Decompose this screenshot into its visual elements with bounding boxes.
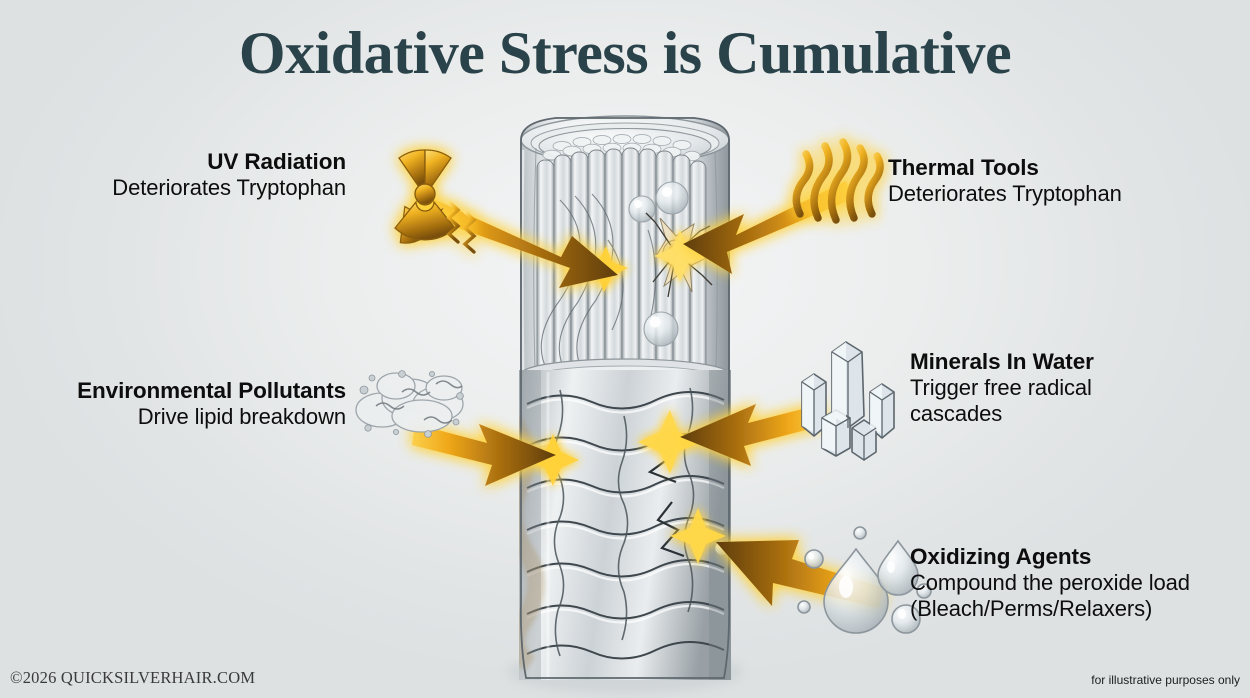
label-environmental-pollutants-subtext: Drive lipid breakdown: [137, 404, 346, 429]
label-thermal-tools: Thermal Tools Deteriorates Tryptophan: [888, 154, 1228, 207]
label-oxidizing-agents-subtext-line1: Compound the peroxide load: [910, 570, 1190, 595]
label-thermal-tools-subtext: Deteriorates Tryptophan: [888, 181, 1122, 206]
label-oxidizing-agents-subtext-line2: (Bleach/Perms/Relaxers): [910, 596, 1153, 622]
hair-shaft-illustration: [507, 115, 743, 694]
arrow-oxidizing: [716, 540, 884, 608]
smog-cloud-icon: [355, 370, 464, 438]
label-environmental-pollutants: Environmental Pollutants Drive lipid bre…: [12, 377, 346, 430]
label-uv-radiation-heading: UV Radiation: [207, 149, 346, 174]
impact-arrows: [412, 181, 884, 608]
label-environmental-pollutants-heading: Environmental Pollutants: [77, 378, 346, 403]
label-uv-radiation: UV Radiation Deteriorates Tryptophan: [20, 148, 346, 201]
radiation-icon: [394, 149, 477, 254]
arrow-thermal: [683, 181, 852, 274]
arrow-minerals: [680, 404, 825, 466]
label-minerals-in-water: Minerals In Water Trigger free radical c…: [910, 348, 1240, 428]
label-minerals-in-water-subtext-line1: Trigger free radical: [910, 375, 1092, 400]
impact-glows: [527, 230, 726, 564]
label-oxidizing-agents: Oxidizing Agents Compound the peroxide l…: [910, 543, 1246, 623]
label-oxidizing-agents-heading: Oxidizing Agents: [910, 544, 1092, 569]
arrow-uv: [414, 193, 618, 288]
disclaimer-text: for illustrative purposes only: [1091, 673, 1240, 687]
arrow-pollutants: [412, 424, 556, 486]
copyright-notice: ©2026 QUICKSILVERHAIR.COM: [10, 668, 256, 687]
page-title: Oxidative Stress is Cumulative: [238, 20, 1012, 86]
label-minerals-in-water-heading: Minerals In Water: [910, 349, 1094, 374]
label-uv-radiation-subtext: Deteriorates Tryptophan: [112, 175, 346, 200]
label-minerals-in-water-subtext-line2: cascades: [910, 401, 1003, 427]
crystal-cluster-icon: [801, 341, 895, 461]
heat-waves-icon: [792, 138, 884, 224]
label-thermal-tools-heading: Thermal Tools: [888, 155, 1039, 180]
